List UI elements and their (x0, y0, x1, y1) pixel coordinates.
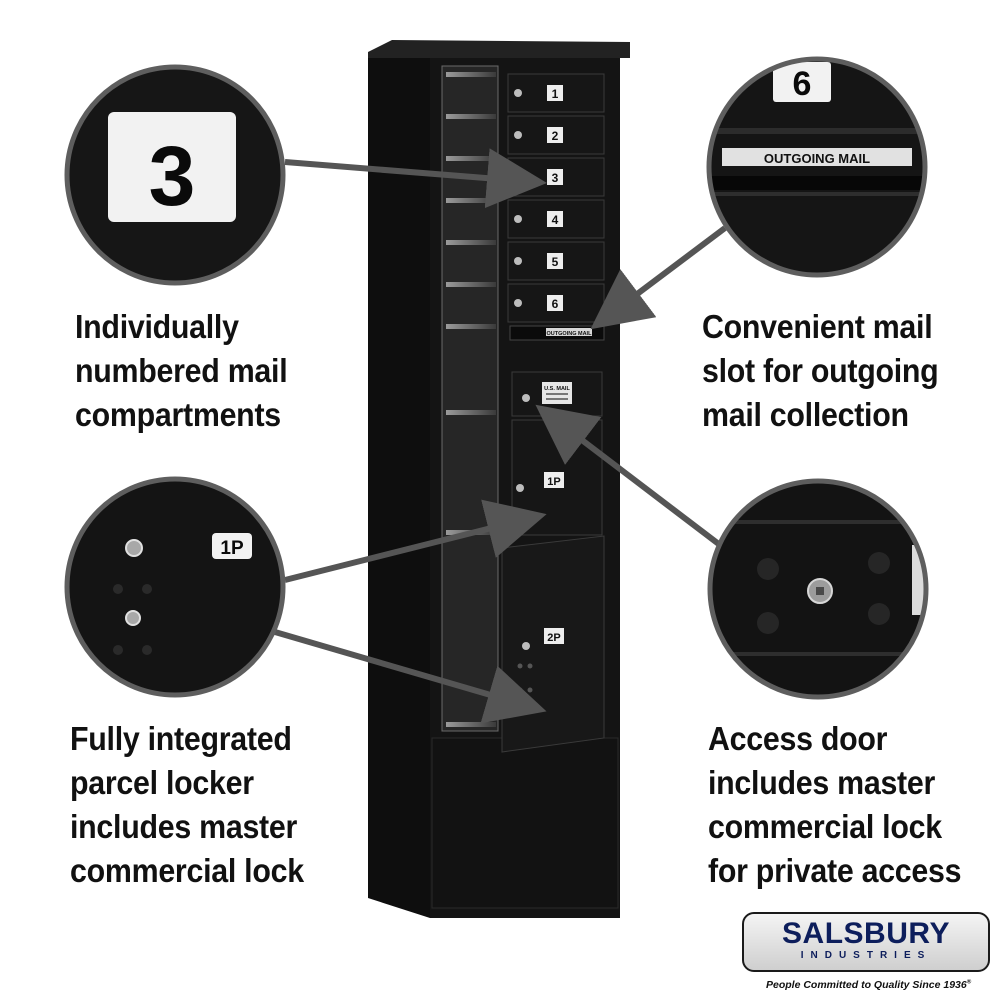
cabinet-side (368, 58, 430, 918)
arrow-to-compartment (284, 148, 547, 209)
caption-parcel-locker: Fully integrated parcel locker includes … (70, 717, 304, 893)
caption-line: Convenient mail (702, 308, 933, 345)
caption-line: commercial lock (70, 852, 304, 889)
caption-line: slot for outgoing (702, 352, 939, 389)
arrow-to-access-door (535, 404, 722, 548)
callout-arrows (274, 148, 727, 724)
parcel-lock-cylinder (125, 539, 143, 557)
door-1: 1 (507, 73, 605, 113)
caption-line: numbered mail (75, 352, 288, 389)
cabinet-top (368, 40, 630, 58)
registered-mark: ® (966, 979, 972, 986)
svg-text:1P: 1P (547, 476, 560, 488)
svg-text:4: 4 (552, 213, 559, 227)
svg-text:6: 6 (552, 297, 559, 311)
door-4: 4 (507, 199, 605, 239)
arrow-to-parcel-1p (284, 499, 547, 583)
svg-text:OUTGOING MAIL: OUTGOING MAIL (547, 331, 593, 337)
svg-text:1: 1 (552, 87, 559, 101)
zoom-outgoing-slot: 6 OUTGOING MAIL (706, 56, 928, 278)
svg-text:2P: 2P (547, 632, 560, 644)
caption-line: for private access (708, 852, 962, 889)
parcel-lock-cylinder-lower (125, 610, 141, 626)
caption-line: includes master (70, 808, 298, 845)
caption-line: Access door (708, 720, 888, 757)
zoom-number-3: 3 (149, 129, 196, 223)
logo-subtitle: INDUSTRIES (800, 950, 932, 961)
access-door: U.S. MAIL (511, 371, 603, 417)
logo-name: SALSBURY (782, 917, 950, 950)
svg-text:5: 5 (552, 255, 559, 269)
caption-line: compartments (75, 396, 281, 433)
svg-text:2: 2 (552, 129, 559, 143)
door-2: 2 (507, 115, 605, 155)
cabinet-pedestal (431, 737, 619, 909)
zoom-parcel-lock: 1P (64, 476, 286, 698)
brand-tagline: People Committed to Quality Since 1936® (766, 979, 971, 991)
caption-line: parcel locker (70, 764, 254, 801)
caption-line: includes master (708, 764, 936, 801)
arrow-to-parcel-2p (274, 629, 547, 724)
door-6: 6 (507, 283, 605, 323)
caption-access-door: Access door includes master commercial l… (708, 717, 962, 893)
caption-line: Individually (75, 308, 239, 345)
svg-text:U.S. MAIL: U.S. MAIL (544, 386, 570, 392)
caption-numbered-compartments: Individually numbered mail compartments (75, 305, 288, 437)
arrow-to-outgoing-slot (590, 225, 727, 330)
zoom-access-lock (707, 478, 929, 700)
caption-line: commercial lock (708, 808, 942, 845)
zoom-compartment-number: 3 (64, 64, 286, 286)
outgoing-mail-slot: OUTGOING MAIL (509, 325, 605, 341)
salsbury-logo: SALSBURY INDUSTRIES (742, 912, 990, 972)
door-3: 3 (507, 157, 605, 197)
door-5: 5 (507, 241, 605, 281)
zoom-number-6: 6 (793, 65, 812, 103)
zoom-outgoing-label: OUTGOING MAIL (764, 151, 870, 166)
caption-outgoing-slot: Convenient mail slot for outgoing mail c… (702, 305, 939, 437)
caption-line: Fully integrated (70, 720, 292, 757)
parcel-locker-2p: 2P (501, 535, 605, 753)
svg-text:3: 3 (552, 171, 559, 185)
caption-line: mail collection (702, 396, 909, 433)
open-interior (441, 65, 499, 732)
zoom-parcel-number: 1P (220, 538, 244, 559)
tagline-text: People Committed to Quality Since 1936 (766, 979, 967, 991)
